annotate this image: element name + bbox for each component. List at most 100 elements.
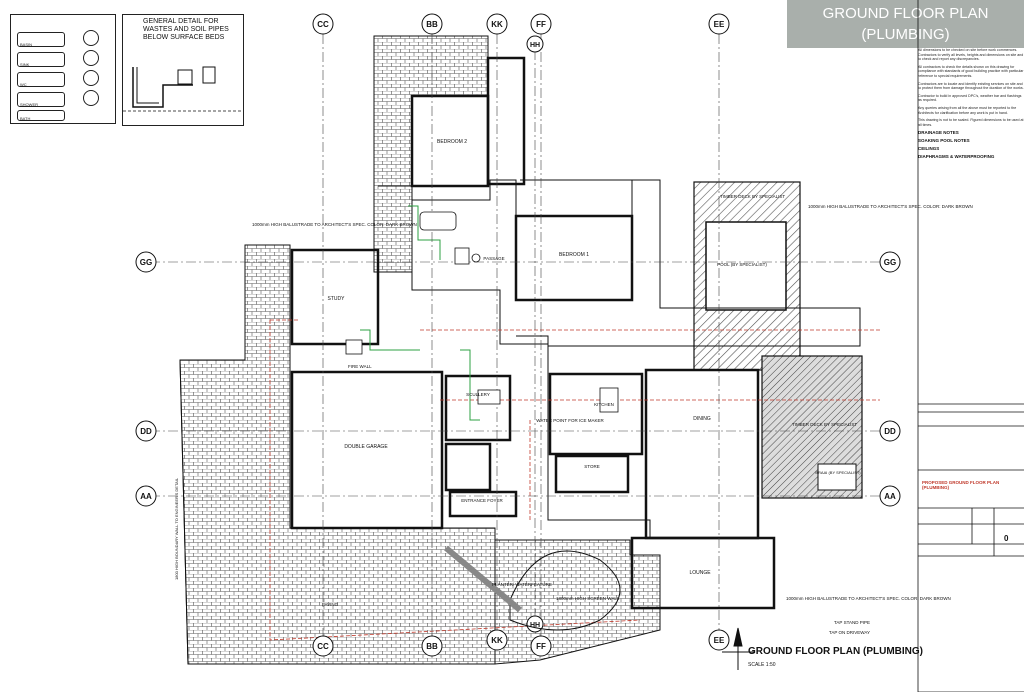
- annotation-tap-driveway: TAP ON DRIVEWAY: [829, 630, 870, 635]
- legend-swatch: SINK: [17, 52, 65, 67]
- legend-row: SINK: [17, 49, 109, 69]
- annotation-boundary-wall: 1800 HIGH BOUNDARY WALL TO ENGINEER'S DE…: [174, 477, 179, 580]
- notes-heading: SOAKING POOL NOTES: [918, 138, 970, 144]
- title-block-frame: [917, 0, 1024, 692]
- grid-label: BB: [426, 642, 438, 651]
- annotation-timber-deck: TIMBER DECK BY SPECIALIST: [792, 422, 857, 427]
- legend-row: SHOWER: [17, 89, 109, 109]
- notes-heading: DIAPHRAGMS & WATERPROOFING: [918, 154, 995, 160]
- wc-fixture: [454, 247, 470, 265]
- legend-label: SINK: [20, 62, 30, 67]
- room-label: STORE: [584, 464, 599, 469]
- grid-label: EE: [714, 636, 725, 645]
- legend-circle: [83, 50, 99, 66]
- note-paragraph: This drawing is not to be scaled. Figure…: [918, 118, 1024, 127]
- general-notes: All dimensions to be checked on site bef…: [918, 48, 1024, 448]
- notes-heading: CEILINGS: [918, 146, 940, 152]
- legend-swatch: WC: [17, 72, 65, 87]
- grid-label: CC: [317, 20, 329, 29]
- pool-surround: [693, 181, 863, 499]
- legend-row: BATH: [17, 107, 109, 121]
- legend-swatch: BATH: [17, 110, 65, 121]
- grid-bubble: CC: [312, 635, 334, 657]
- legend-label: BATH: [20, 116, 31, 121]
- legend-swatch: SHOWER: [17, 92, 65, 107]
- grid-label: EE: [714, 20, 725, 29]
- legend-label: BASIN: [20, 42, 33, 47]
- drawing-title-banner: GROUND FLOOR PLAN (PLUMBING): [787, 0, 1024, 48]
- room-label: PAVING: [322, 602, 339, 607]
- room-label: WATER POINT FOR ICE MAKER: [536, 418, 604, 423]
- grid-label: GG: [884, 258, 896, 267]
- room-label: BRAAI (BY SPECIALIST): [815, 470, 861, 475]
- note-paragraph: All dimensions to be checked on site bef…: [918, 48, 1024, 62]
- grid-label: CC: [317, 642, 329, 651]
- grid-label: FF: [536, 642, 546, 651]
- room-label: PLANTER/ WATERFEATURE: [492, 582, 552, 587]
- room-label: DOUBLE GARAGE: [344, 444, 388, 450]
- grid-bubble: DD: [135, 420, 157, 442]
- room-label: BEDROOM 2: [437, 139, 467, 145]
- legend-row: BASIN: [17, 29, 109, 49]
- room-label: BEDROOM 1: [559, 252, 589, 258]
- grid-bubble: CC: [312, 13, 334, 35]
- outer-walls: [179, 179, 861, 665]
- drawing-title-line1: GROUND FLOOR PLAN: [822, 5, 989, 22]
- annotation-balustrade: 1000mm HIGH BALUSTRADE TO ARCHITECT'S SP…: [808, 204, 973, 209]
- grid-bubbles: CC BB KK FF HH EE CC BB KK FF HH EE GG D…: [135, 13, 901, 657]
- waste-pipe-detail-box: GENERAL DETAIL FOR WASTES AND SOIL PIPES…: [122, 14, 244, 126]
- grid-label: AA: [884, 492, 896, 501]
- fridge-fixture: [599, 387, 619, 413]
- grid-bubble: FF: [530, 13, 552, 35]
- grid-bubble: KK: [486, 629, 508, 651]
- legend-circle: [83, 30, 99, 46]
- drawing-title-line2: (PLUMBING): [861, 26, 950, 43]
- grid-bubble: AA: [135, 485, 157, 507]
- grid-label: DD: [140, 427, 152, 436]
- note-paragraph: Any queries arising from all the above m…: [918, 105, 1017, 115]
- grid-label: AA: [140, 492, 152, 501]
- grid-bubble: BB: [421, 13, 443, 35]
- note-paragraph: All contractors to check the details sho…: [918, 64, 1024, 78]
- annotation-timber-deck: TIMBER DECK BY SPECIALIST: [720, 194, 785, 199]
- planter-curve: [444, 545, 621, 631]
- grid-bubble: HH: [526, 615, 544, 633]
- legend-swatch: BASIN: [17, 32, 65, 47]
- annotation-tap-stand: TAP STAND PIPE: [834, 620, 870, 625]
- room-label: DINING: [693, 416, 711, 422]
- notes-heading: DRAINAGE NOTES: [918, 130, 959, 136]
- grid-bubble: EE: [708, 629, 730, 651]
- grid-label: KK: [491, 20, 503, 29]
- room-label: STUDY: [328, 296, 346, 302]
- legend-label: SHOWER: [20, 102, 38, 107]
- grid-label: HH: [530, 42, 540, 49]
- grid-label: HH: [530, 622, 540, 629]
- annotation-fire-wall: FIRE WALL: [348, 364, 372, 369]
- legend-circle: [83, 70, 99, 86]
- shower-fixture: [345, 339, 363, 355]
- grid-bubble: KK: [486, 13, 508, 35]
- room-label: SCULLERY: [466, 392, 490, 397]
- fixture-legend: BASIN SINK WC SHOWER BATH: [10, 14, 116, 124]
- annotation-screen-wall: 1800mm HIGH SCREEN WALL: [556, 596, 620, 601]
- plumbing-runs: [269, 319, 880, 641]
- room-label: LOUNGE: [689, 570, 711, 576]
- room-labels: BEDROOM 2 BEDROOM 1 POOL (BY SPECIALIST)…: [322, 139, 861, 607]
- detail-caption: GENERAL DETAIL FOR WASTES AND SOIL PIPES…: [143, 18, 229, 41]
- grid-bubble: AA: [879, 485, 901, 507]
- grid-bubble: EE: [708, 13, 730, 35]
- grid-label: GG: [140, 258, 152, 267]
- grid-bubble: BB: [421, 635, 443, 657]
- room-label: KITCHEN: [594, 402, 614, 407]
- room-label: POOL (BY SPECIALIST): [717, 262, 767, 267]
- grid-bubble: GG: [135, 251, 157, 273]
- fixtures: [345, 211, 619, 413]
- grid-bubble: DD: [879, 420, 901, 442]
- annotation-balustrade: 1000mm HIGH BALUSTRADE TO ARCHITECT'S SP…: [252, 222, 417, 227]
- grid-label: DD: [884, 427, 896, 436]
- grid-label: KK: [491, 636, 503, 645]
- room-label: PASSAGE: [483, 256, 504, 261]
- note-paragraph: Contractors are to locate and identify e…: [918, 81, 1024, 91]
- room-label: ENTRANCE FOYER: [461, 498, 503, 503]
